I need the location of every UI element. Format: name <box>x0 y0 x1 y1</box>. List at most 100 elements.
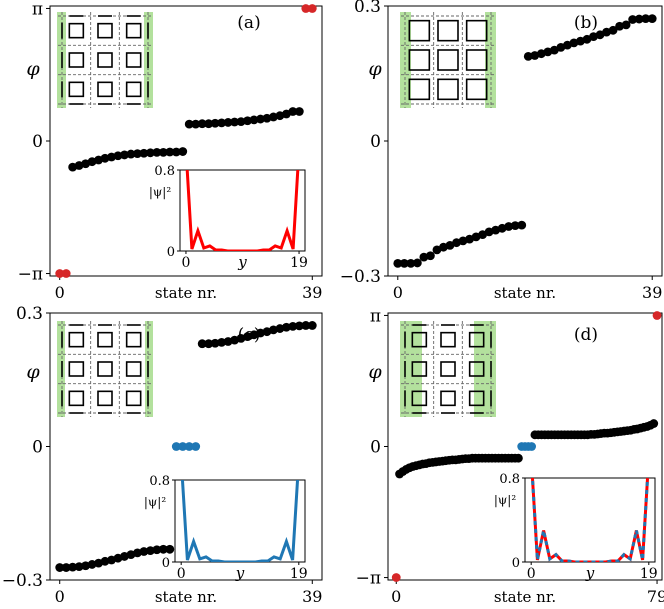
lattice-plaquette <box>411 331 428 348</box>
data-point <box>391 573 401 582</box>
data-point <box>307 4 317 13</box>
y-axis-label: φ <box>368 361 382 383</box>
lattice-plaquette <box>437 49 459 71</box>
data-point <box>294 107 304 116</box>
lattice-plaquette <box>68 52 85 68</box>
x-tick-label: 39 <box>642 283 662 302</box>
data-point <box>236 117 246 126</box>
data-point <box>145 148 155 158</box>
inset-y-tick-label: 0.8 <box>149 474 170 489</box>
data-point <box>510 221 520 231</box>
panel-label: (a) <box>237 13 260 33</box>
lattice-plaquette <box>68 390 85 407</box>
inset-line <box>180 480 300 562</box>
x-tick-label: 39 <box>302 283 322 302</box>
data-point <box>197 119 207 129</box>
data-point <box>412 258 422 268</box>
lattice-plaquette <box>411 390 428 407</box>
lattice-plaquette <box>468 390 485 407</box>
data-point <box>608 25 618 35</box>
y-tick-label: −0.3 <box>340 267 381 287</box>
lattice-plaquette <box>437 19 459 42</box>
data-point <box>171 442 181 451</box>
x-tick-label: 39 <box>302 587 322 606</box>
lattice-plaquette <box>408 49 431 71</box>
data-point <box>68 562 78 572</box>
edge-highlight-right <box>474 321 496 417</box>
data-point <box>204 339 214 349</box>
y-tick-label: 0 <box>370 132 381 152</box>
lattice-plaquette <box>437 78 459 101</box>
y-tick-label: −π <box>356 569 381 589</box>
lattice-plaquette <box>68 361 85 377</box>
data-point <box>393 259 403 268</box>
data-point <box>406 259 416 268</box>
data-point <box>126 149 136 159</box>
inset-x-label: y <box>237 253 247 271</box>
data-point <box>419 252 429 262</box>
lattice-plaquette <box>125 22 142 39</box>
inset-x-tick-label: 0 <box>527 566 536 582</box>
x-tick-label: 0 <box>55 283 65 302</box>
y-tick-label: −0.3 <box>2 571 43 591</box>
x-axis-label: state nr. <box>494 588 556 606</box>
data-point <box>288 107 298 116</box>
data-point <box>139 148 149 158</box>
y-axis-label: φ <box>368 58 382 80</box>
data-point <box>55 563 65 572</box>
data-point <box>517 220 527 230</box>
data-point <box>178 442 188 451</box>
data-point <box>649 419 659 428</box>
data-point <box>152 545 162 555</box>
y-tick-label: π <box>370 306 381 326</box>
data-point <box>61 269 71 278</box>
data-point <box>634 14 644 24</box>
data-point <box>256 114 265 124</box>
y-tick-label: π <box>32 0 43 19</box>
lattice-plaquette <box>468 361 485 377</box>
lattice-plaquette <box>125 331 142 348</box>
lattice-plaquette <box>411 361 428 377</box>
lattice-plaquette <box>125 81 142 98</box>
lattice-plaquette <box>125 390 142 407</box>
data-point <box>223 118 233 127</box>
lattice-plaquette <box>125 52 142 68</box>
data-point <box>652 311 662 320</box>
lattice-plaquette <box>440 390 456 407</box>
lattice-plaquette <box>408 19 431 42</box>
inset-x-tick-label: 0 <box>177 566 186 582</box>
inset-y-label: |ψ|² <box>494 493 516 507</box>
data-point <box>307 321 317 330</box>
lattice-plaquette <box>125 361 142 377</box>
panel-label: (d) <box>574 325 598 345</box>
data-point <box>165 544 175 554</box>
lattice-plaquette <box>465 19 488 42</box>
y-axis-label: φ <box>26 58 40 80</box>
data-point <box>628 15 638 24</box>
data-point <box>399 259 409 268</box>
data-point <box>243 116 252 126</box>
y-tick-label: 0 <box>32 438 43 458</box>
lattice-plaquette <box>440 361 456 377</box>
data-point <box>184 119 194 129</box>
inset-y-label: |ψ|² <box>144 495 166 509</box>
inset-y-tick-label: 0.8 <box>154 164 175 179</box>
inset-y-label: |ψ|² <box>149 185 171 199</box>
lattice-plaquette <box>408 78 431 101</box>
lattice-plaquette <box>68 22 85 39</box>
y-tick-label: −π <box>18 265 43 285</box>
data-point <box>184 442 194 451</box>
data-point <box>301 4 311 13</box>
y-tick-label: 0 <box>370 438 381 458</box>
inset-y-tick-label: 0 <box>162 556 170 571</box>
panel-label: (b) <box>574 13 598 33</box>
data-point <box>523 52 533 61</box>
lattice-plaquette <box>97 331 113 348</box>
lattice-interior <box>65 321 145 417</box>
data-point <box>647 14 657 23</box>
